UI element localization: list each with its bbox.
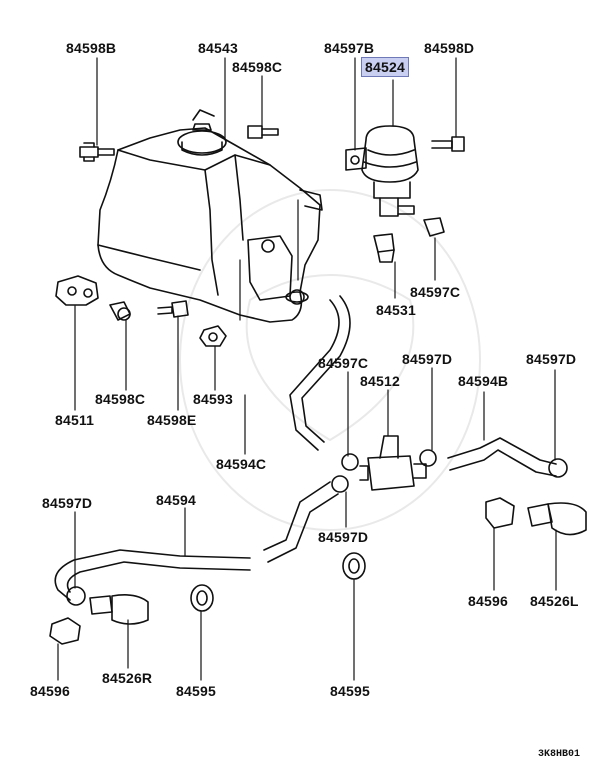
nut-84593: [199, 325, 227, 347]
label-84597C-mid[interactable]: 84597C: [318, 355, 369, 371]
bolt-84598C-top: [247, 125, 279, 139]
grommet-84595-left: [190, 584, 214, 612]
hose-84594B: [447, 437, 568, 478]
label-84526R[interactable]: 84526R: [102, 670, 153, 686]
label-84598D[interactable]: 84598D: [424, 40, 475, 56]
connector-84526L: [527, 502, 587, 536]
label-84531[interactable]: 84531: [376, 302, 416, 318]
bracket-84596-right: [485, 497, 515, 529]
reservoir-tank: [97, 109, 323, 323]
bracket-84596-left: [49, 617, 81, 645]
valve-84524: [345, 125, 445, 237]
hose-84594: [54, 481, 339, 606]
label-84598E[interactable]: 84598E: [147, 412, 197, 428]
label-84598C-top[interactable]: 84598C: [232, 59, 283, 75]
bolt-84598B-top: [79, 142, 115, 162]
bracket-84511: [55, 275, 99, 306]
label-84512[interactable]: 84512: [360, 373, 400, 389]
bolt-84598E: [157, 300, 189, 318]
label-84594B[interactable]: 84594B: [458, 373, 509, 389]
label-84598B-top[interactable]: 84598B: [66, 40, 117, 56]
label-84511[interactable]: 84511: [55, 412, 95, 428]
label-84543[interactable]: 84543: [198, 40, 238, 56]
label-84594C[interactable]: 84594C: [216, 456, 267, 472]
label-84595-left[interactable]: 84595: [176, 683, 216, 699]
leader-lines: [57, 57, 557, 681]
diagram-code: 3K8HB01: [538, 749, 581, 760]
connector-84526R: [89, 594, 149, 625]
label-84597C-right[interactable]: 84597C: [410, 284, 461, 300]
label-84597B[interactable]: 84597B: [324, 40, 375, 56]
label-84526L[interactable]: 84526L: [530, 593, 579, 609]
label-84596-right[interactable]: 84596: [468, 593, 508, 609]
valve-84512: [331, 435, 437, 493]
hose-84594C: [289, 295, 351, 451]
label-84594[interactable]: 84594: [156, 492, 196, 508]
label-84593[interactable]: 84593: [193, 391, 233, 407]
label-84597D-right[interactable]: 84597D: [526, 351, 577, 367]
label-84597D-center[interactable]: 84597D: [318, 529, 369, 545]
label-84597D-mid[interactable]: 84597D: [402, 351, 453, 367]
label-84596-left[interactable]: 84596: [30, 683, 70, 699]
watermark-emblem: [179, 189, 481, 531]
label-84524-highlighted[interactable]: 84524: [361, 57, 409, 77]
grommet-84595-right: [342, 552, 366, 580]
grommet-84531: [373, 233, 395, 263]
label-84598C-bottom[interactable]: 84598C: [95, 391, 146, 407]
bolt-84598C-bottom: [109, 301, 131, 321]
label-84595-right[interactable]: 84595: [330, 683, 370, 699]
label-84597D-left[interactable]: 84597D: [42, 495, 93, 511]
bolt-84598D: [431, 136, 465, 152]
